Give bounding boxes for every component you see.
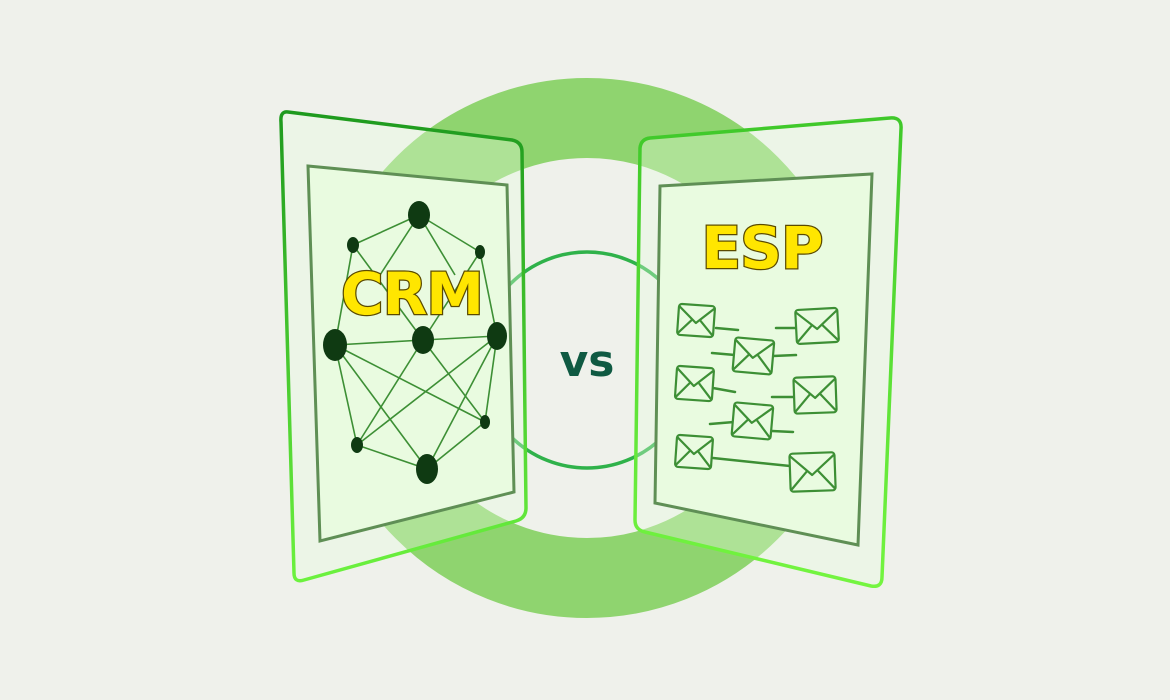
esp-label: ESP bbox=[702, 214, 823, 282]
network-graph-icon bbox=[323, 201, 507, 484]
vs-label: vs bbox=[560, 336, 615, 387]
crm-label: CRM bbox=[341, 260, 483, 328]
envelope-icon bbox=[673, 302, 840, 493]
envelope-connectors bbox=[708, 326, 798, 468]
crm-panel: CRM bbox=[279, 110, 528, 583]
esp-panel: ESP bbox=[633, 116, 903, 589]
